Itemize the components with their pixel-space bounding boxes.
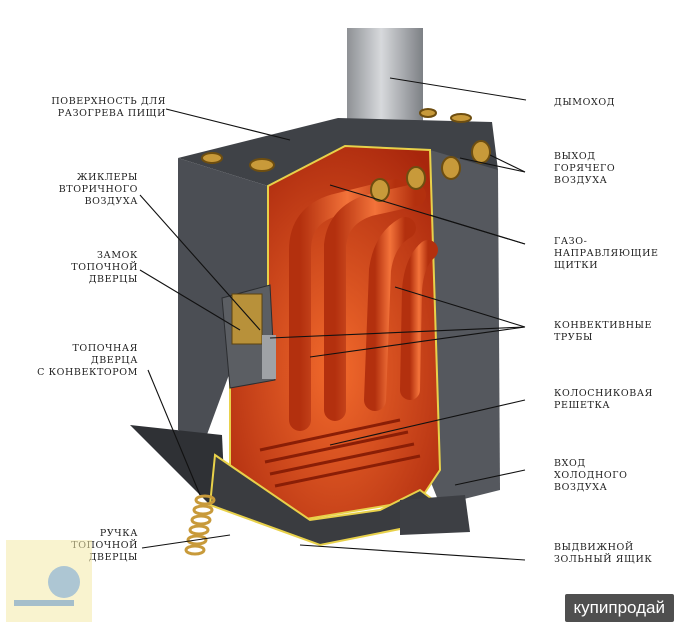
label-convection-pipes: Конвективные трубы: [554, 320, 653, 343]
door-handle-spring: [184, 494, 216, 556]
label-jets: Жиклеры вторичного воздуха: [58, 172, 138, 207]
door-latch: [262, 335, 276, 379]
label-cold-air-in: Вход холодного воздуха: [554, 458, 628, 493]
label-grate: Колосниковая решетка: [554, 388, 653, 411]
stove-foot: [400, 495, 470, 535]
label-surface: Поверхность для разогрева пищи: [51, 96, 166, 119]
label-hot-air-out: Выход горячего воздуха: [554, 151, 616, 186]
label-gas-shields: Газо- направляющие щитки: [554, 236, 659, 271]
door-lock-plate: [231, 293, 263, 345]
corner-logo: [6, 540, 92, 622]
convector-door: [130, 425, 225, 505]
stove-right-side: [430, 150, 500, 505]
leader-lines: [139, 77, 527, 561]
label-ash-box: Выдвижной зольный ящик: [554, 542, 653, 565]
label-handle: Ручка топочной дверцы: [71, 528, 138, 563]
grate: [259, 418, 421, 488]
label-chimney: Дымоход: [554, 97, 616, 108]
convection-pipes: [289, 179, 438, 431]
label-lock: Замок топочной дверцы: [71, 250, 138, 285]
label-door: Топочная дверца с конвектором: [37, 343, 138, 378]
watermark-badge: купипродай: [564, 594, 674, 622]
hot-air-outlets: [201, 108, 491, 202]
